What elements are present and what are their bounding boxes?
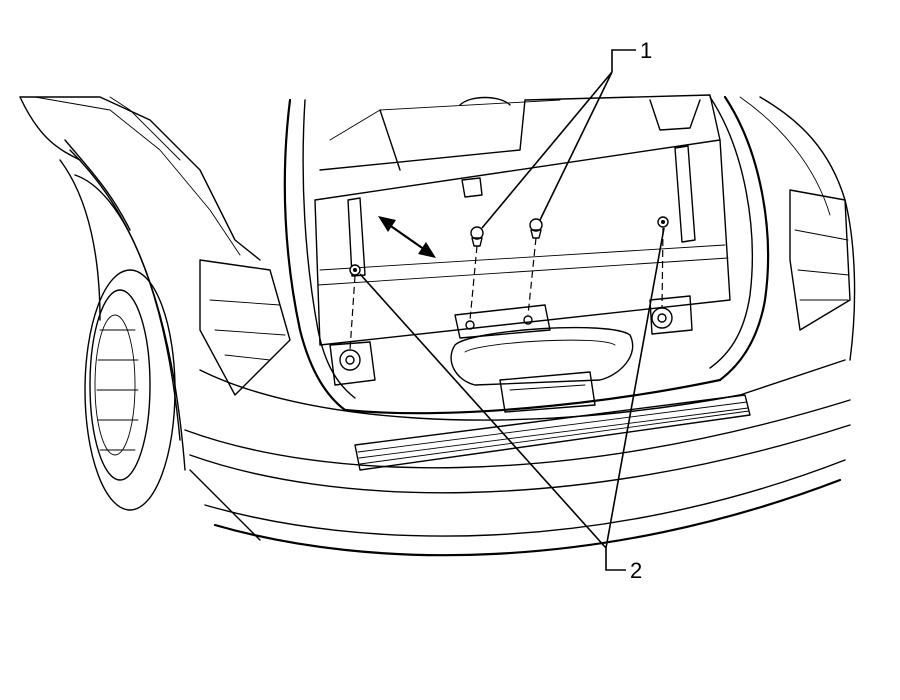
direction-arrow-icon bbox=[378, 216, 436, 258]
bolt-hole-left bbox=[465, 320, 475, 330]
floor-retainer-right bbox=[651, 307, 673, 329]
callout-label-1: 1 bbox=[640, 38, 652, 63]
bolt-hole-right bbox=[523, 315, 533, 325]
callout-2-leader bbox=[359, 227, 665, 571]
bumper-grille bbox=[354, 394, 751, 471]
bolt-right bbox=[529, 218, 543, 239]
cargo-area bbox=[314, 94, 731, 413]
callout-label-2: 2 bbox=[630, 558, 642, 583]
bolt-left bbox=[470, 226, 484, 247]
callout-1-leader bbox=[481, 49, 636, 229]
clip-left bbox=[349, 264, 361, 276]
load-floor-panel bbox=[314, 139, 731, 346]
right-tail-lamp bbox=[789, 189, 851, 331]
install-lines bbox=[349, 227, 664, 351]
vehicle-body bbox=[19, 95, 856, 557]
left-tail-lamp bbox=[199, 259, 291, 396]
clip-right bbox=[657, 216, 669, 228]
rear-wheel bbox=[59, 149, 186, 511]
floor-retainer-left bbox=[339, 349, 361, 371]
